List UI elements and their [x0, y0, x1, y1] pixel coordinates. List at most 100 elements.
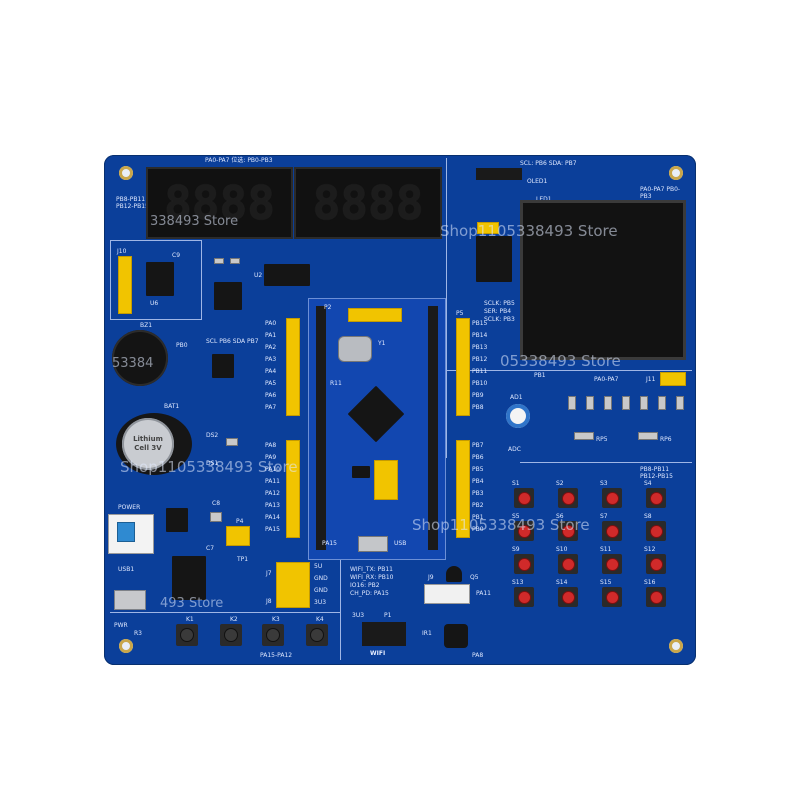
key-label: S5: [512, 513, 520, 520]
core-usb-port[interactable]: [358, 536, 388, 552]
key-s14-button[interactable]: [558, 587, 578, 607]
watermark-text: 53384: [112, 356, 154, 371]
key-s12-button[interactable]: [646, 554, 666, 574]
pin-label: PB11: [472, 368, 488, 375]
c9-label: C9: [172, 252, 181, 259]
key-s6-button[interactable]: [558, 521, 578, 541]
boot-jumpers[interactable]: [374, 460, 398, 500]
led: [640, 396, 648, 410]
j7-label: J7: [266, 570, 272, 577]
key-label: S16: [644, 579, 656, 586]
key-k1-button[interactable]: [176, 624, 198, 646]
j11-label: J11: [646, 376, 656, 383]
key-s7-button[interactable]: [602, 521, 622, 541]
divider: [110, 612, 340, 613]
pa8-label: PA8: [472, 652, 484, 659]
micro-usb-port[interactable]: [114, 590, 146, 610]
pa-lower-labels: PA8 PA9 PA10 PA11 PA12 PA13 PA14 PA15: [265, 442, 285, 538]
watermark-text: Shop1105338493 Store: [412, 516, 590, 534]
wifi-pin-label: WIFI_RX: PB10: [350, 574, 394, 581]
divider: [340, 555, 341, 660]
pin-label: PB8: [472, 404, 484, 411]
rail-label-3u3: 3U3: [314, 599, 327, 606]
rp5-label: RP5: [596, 436, 608, 443]
key-label: S11: [600, 546, 612, 553]
pin-label: PB5: [472, 466, 484, 473]
pin-label: PA12: [265, 490, 280, 497]
pin-label: PA7: [265, 404, 277, 411]
ds1-label: DS1: [206, 460, 219, 467]
key-s8-button[interactable]: [646, 521, 666, 541]
pin-label: PA3: [265, 356, 277, 363]
watermark-text: 05338493 Store: [500, 352, 621, 370]
key-s10-button[interactable]: [558, 554, 578, 574]
ic-chip: [264, 264, 310, 286]
smd-part: [230, 258, 240, 264]
ic-chip: [476, 236, 512, 282]
pin-label: PA5: [265, 380, 277, 387]
key-s13-button[interactable]: [514, 587, 534, 607]
pin-label: PA2: [265, 344, 277, 351]
p2-label: P2: [324, 304, 332, 311]
pa15-label: PA15: [322, 540, 337, 547]
wifi-label: WIFI: [370, 650, 386, 657]
pin-label: PB0: [472, 526, 484, 533]
rail-label-5u: 5U: [314, 563, 323, 570]
display-digits: 8888: [164, 176, 275, 230]
pin-label: PB12: [472, 356, 488, 363]
pin-label: PA15: [265, 526, 280, 533]
led: [604, 396, 612, 410]
voltage-regulator: [166, 508, 188, 532]
bz1-label: BZ1: [140, 322, 153, 329]
key-label: S15: [600, 579, 612, 586]
key-k2-button[interactable]: [220, 624, 242, 646]
transistor: [446, 566, 462, 582]
pin-label: PB15: [472, 320, 488, 327]
key-s11-button[interactable]: [602, 554, 622, 574]
key-s15-button[interactable]: [602, 587, 622, 607]
left-pin-label: PB12-PB15: [116, 203, 149, 210]
u3-label: SCL PB6 SDA PB7: [206, 338, 259, 345]
key-s2-button[interactable]: [558, 488, 578, 508]
crystal: [338, 336, 372, 362]
buzzer: [112, 330, 168, 386]
key-label: S1: [512, 480, 520, 487]
oled-pin-label: SCL: PB6 SDA: PB7: [520, 160, 577, 167]
pin-label: PB10: [472, 380, 488, 387]
ad1-label: AD1: [510, 394, 523, 401]
mounting-hole: [119, 639, 133, 653]
k-key-pin-label: PA15-PA12: [260, 652, 293, 659]
pin-label: PB13: [472, 344, 488, 351]
watermark-text: 338493 Store: [150, 214, 239, 229]
power-switch-knob[interactable]: [117, 522, 135, 542]
jumper-j11[interactable]: [660, 372, 686, 386]
u2-label: U2: [254, 272, 263, 279]
servo-connector: [424, 584, 470, 604]
k2-label: K2: [230, 616, 238, 623]
pb1-label: PB1: [534, 372, 546, 379]
key-s4-button[interactable]: [646, 488, 666, 508]
key-label: S10: [556, 546, 568, 553]
jumper-p4[interactable]: [226, 526, 250, 546]
r3-label: R3: [134, 630, 142, 637]
bat1-label: BAT1: [164, 403, 180, 410]
p1-label: P1: [384, 612, 392, 619]
ir1-label: IR1: [422, 630, 432, 637]
key-k3-button[interactable]: [262, 624, 284, 646]
key-s3-button[interactable]: [602, 488, 622, 508]
key-label: S14: [556, 579, 568, 586]
mounting-hole: [119, 166, 133, 180]
key-label: S13: [512, 579, 524, 586]
key-s1-button[interactable]: [514, 488, 534, 508]
key-s9-button[interactable]: [514, 554, 534, 574]
key-s5-button[interactable]: [514, 521, 534, 541]
key-s16-button[interactable]: [646, 587, 666, 607]
capacitor: [210, 512, 222, 522]
key-label: S4: [644, 480, 652, 487]
pb-lower-labels: PB7 PB6 PB5 PB4 PB3 PB2 PB1 PB0: [472, 442, 496, 538]
coin-cell: Lithium Cell 3V: [122, 418, 174, 470]
potentiometer[interactable]: [506, 404, 530, 428]
key-k4-button[interactable]: [306, 624, 328, 646]
bz-pin-label: PB0: [176, 342, 188, 349]
